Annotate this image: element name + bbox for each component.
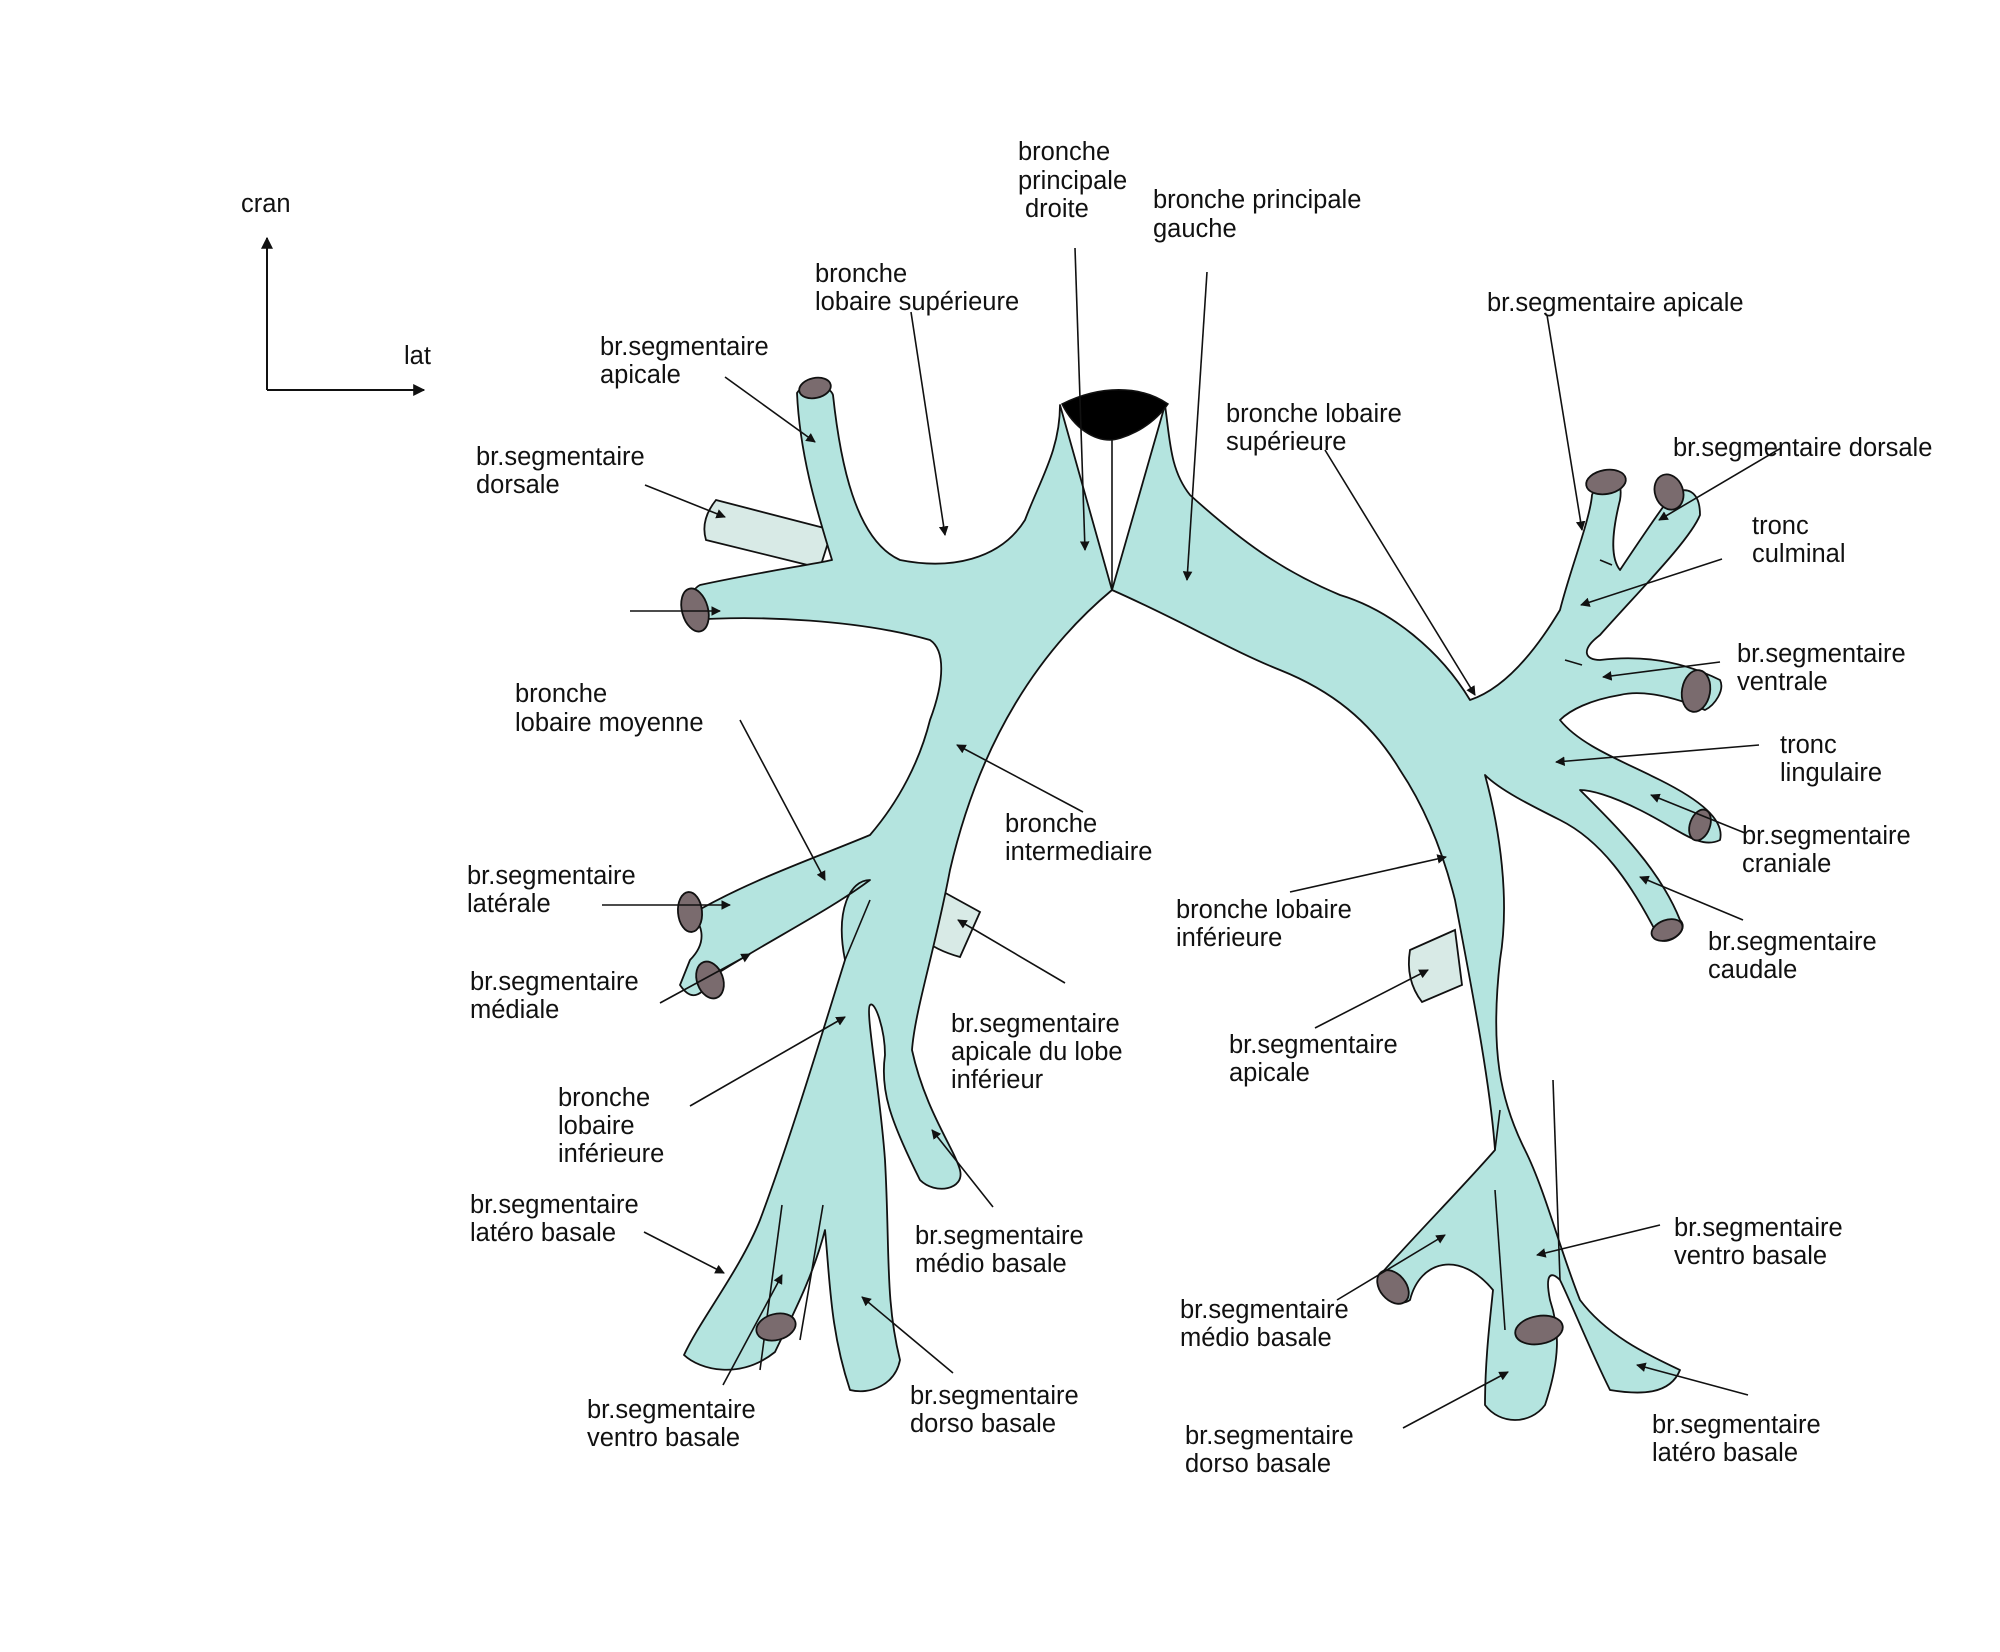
bronchial-tree (677, 376, 1723, 1421)
label-left-upper-lobe-bronchus: bronche lobaire supérieure (1226, 400, 1409, 456)
label-left-lower-lobe-bronchus: bronche lobaire inférieure (1176, 896, 1359, 952)
label-lingular-trunk: tronc lingulaire (1780, 731, 1882, 787)
label-right-medio-basal: br.segmentaire médio basale (915, 1222, 1091, 1278)
label-right-ventro-basal: br.segmentaire ventro basale (587, 1396, 763, 1452)
label-left-ventro-basal: br.segmentaire ventro basale (1674, 1214, 1850, 1270)
cap-right-lateral-icon (677, 891, 703, 933)
leader-lines (602, 247, 1782, 1429)
label-left-lower-apical-seg: br.segmentaire apicale (1229, 1031, 1405, 1087)
label-right-lower-lobe-bronchus: bronche lobaire inférieure (558, 1084, 664, 1168)
right-dorsal-segment-stub (703, 498, 834, 570)
label-middle-lobe-bronchus: bronche lobaire moyenne (515, 680, 704, 737)
label-right-main-bronchus: bronche principale droite (1018, 138, 1134, 223)
trachea-cut-icon (1060, 389, 1170, 441)
label-right-latero-basal: br.segmentaire latéro basale (470, 1191, 646, 1247)
label-left-medio-basal: br.segmentaire médio basale (1180, 1296, 1356, 1352)
label-left-ventral-seg: br.segmentaire ventrale (1737, 640, 1913, 696)
label-left-latero-basal: br.segmentaire latéro basale (1652, 1411, 1828, 1467)
label-right-dorso-basal: br.segmentaire dorso basale (910, 1382, 1086, 1438)
cap-left-ventro-basal-icon (1514, 1314, 1564, 1346)
cap-left-dorsal-icon (1653, 473, 1685, 511)
axis-label-cranial: cran (241, 190, 291, 218)
label-right-upper-lobe-bronchus: bronche lobaire supérieure (815, 260, 1019, 316)
cap-left-medio-basal-icon (1376, 1269, 1410, 1305)
label-culminal-trunk: tronc culminal (1752, 512, 1846, 568)
orientation-axes: cran lat (241, 190, 431, 396)
cap-right-anterior-icon (680, 587, 710, 633)
label-left-apical-seg: br.segmentaire apicale (1487, 289, 1744, 317)
label-left-main-bronchus: bronche principale gauche (1153, 186, 1368, 243)
label-right-apical-seg: br.segmentaire apicale (600, 333, 776, 389)
labels: bronche principale droite bronche princi… (467, 138, 1932, 1478)
left-lower-apical-stub (1407, 928, 1463, 1004)
cap-caudal-icon (1650, 918, 1684, 942)
label-right-medial-seg: br.segmentaire médiale (470, 968, 646, 1024)
cap-left-apical-icon (1585, 468, 1627, 496)
label-cranial-seg: br.segmentaire craniale (1742, 822, 1918, 878)
label-right-lower-apical-seg: br.segmentaire apicale du lobe inférieur (951, 1010, 1130, 1094)
cap-left-ventral-icon (1680, 669, 1712, 713)
axis-label-lateral: lat (404, 342, 431, 370)
label-intermediate-bronchus: bronche intermediaire (1005, 810, 1152, 866)
cap-right-ventro-basal-icon (755, 1312, 797, 1342)
label-right-dorsal-seg: br.segmentaire dorsale (476, 443, 652, 499)
label-left-dorso-basal: br.segmentaire dorso basale (1185, 1422, 1361, 1478)
label-caudal-seg: br.segmentaire caudale (1708, 928, 1884, 984)
label-right-lateral-seg: br.segmentaire latérale (467, 862, 643, 918)
cap-right-medial-icon (695, 960, 725, 1000)
cap-right-apical-icon (798, 376, 832, 400)
label-left-dorsal-seg: br.segmentaire dorsale (1673, 434, 1932, 462)
